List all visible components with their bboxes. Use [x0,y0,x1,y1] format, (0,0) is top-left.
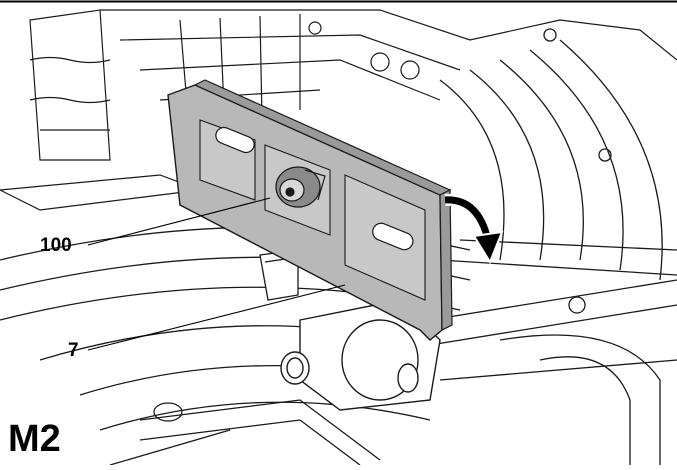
bottom-rails [109,399,381,466]
motor-housing-ribs [439,28,677,281]
callout-7: 7 [68,340,79,361]
leader-line-100 [87,197,271,246]
curved-arrow-down-icon [444,193,504,265]
upper-housing [100,9,677,141]
base-right [429,279,677,465]
callout-100: 100 [40,235,72,256]
leader-line-7 [87,284,346,351]
figure-label: M2 [8,418,61,460]
highlighted-plate [167,79,453,341]
